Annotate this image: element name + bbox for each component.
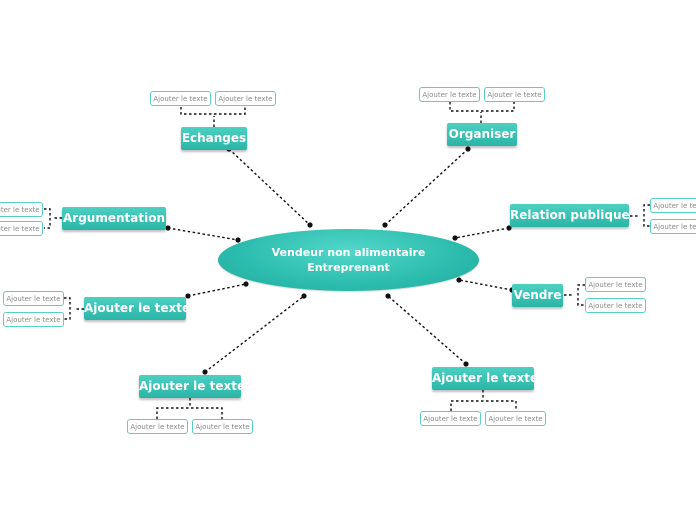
branch-organiser[interactable]: Organiser [447,123,517,146]
leaf-bottom-right-1[interactable]: Ajouter le texte [420,411,481,426]
branch-ajouter-texte-left[interactable]: Ajouter le texte [84,297,190,320]
leaf-vendre-2[interactable]: Ajouter le texte [585,298,646,313]
leaf-ajouter-left-1[interactable]: Ajouter le texte [3,291,64,306]
leaf-bottom-left-2[interactable]: Ajouter le texte [192,419,253,434]
leaf-relation-1[interactable]: Ajouter le texte [650,198,696,213]
leaf-organiser-1[interactable]: Ajouter le texte [419,87,480,102]
central-topic-line2: Entreprenant [307,261,390,274]
central-topic-line1: Vendeur non alimentaire [271,246,426,259]
central-topic[interactable]: Vendeur non alimentaire Entreprenant [218,229,479,291]
leaf-relation-2[interactable]: Ajouter le texte [650,219,696,234]
branch-ajouter-texte-bottom-left[interactable]: Ajouter le texte [139,375,245,398]
leaf-vendre-1[interactable]: Ajouter le texte [585,277,646,292]
branch-relation-publique[interactable]: Relation publique [510,204,630,227]
leaf-bottom-left-1[interactable]: Ajouter le texte [127,419,188,434]
leaf-argumentation-2[interactable]: Ajouter le texte [0,221,43,236]
branch-vendre[interactable]: Vendre [512,284,563,307]
branch-ajouter-texte-bottom-right[interactable]: Ajouter le texte [432,367,538,390]
leaf-bottom-right-2[interactable]: Ajouter le texte [485,411,546,426]
leaf-echanges-2[interactable]: Ajouter le texte [215,91,276,106]
leaf-ajouter-left-2[interactable]: Ajouter le texte [3,312,64,327]
leaf-argumentation-1[interactable]: Ajouter le texte [0,202,43,217]
branch-echanges[interactable]: Echanges [181,127,247,150]
leaf-organiser-2[interactable]: Ajouter le texte [484,87,545,102]
branch-argumentation[interactable]: Argumentation [62,207,166,230]
leaf-echanges-1[interactable]: Ajouter le texte [150,91,211,106]
